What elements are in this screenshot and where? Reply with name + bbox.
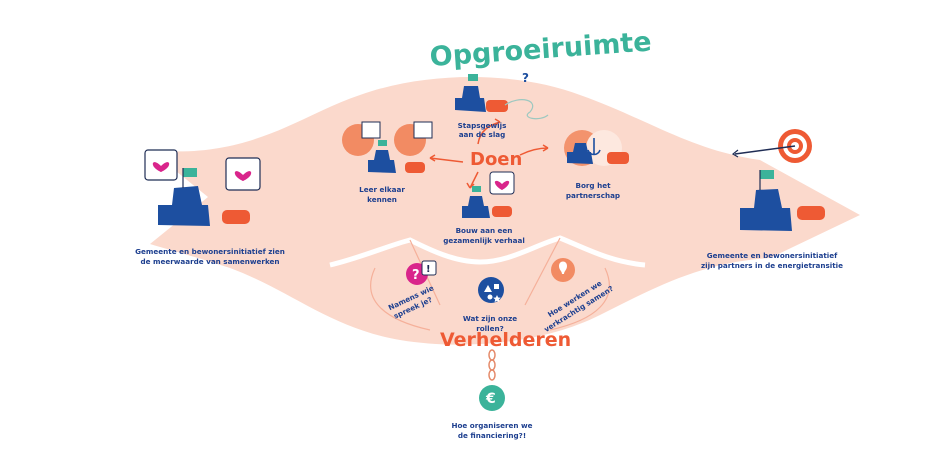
verhelderen-outline — [370, 267, 610, 331]
right-label-line1: Gemeente en bewonersinitiatief — [707, 251, 838, 260]
namens-illustration: ? ! — [406, 260, 437, 285]
right-label-line2: zijn partners in de energietransitie — [701, 261, 843, 270]
blue-building-figure — [158, 186, 210, 226]
hoe-werken-illustration — [551, 258, 575, 282]
doen-label: Doen — [470, 149, 522, 170]
stapsgewijs-line2: aan de slag — [459, 130, 506, 139]
orange-group — [486, 100, 508, 112]
flag-icon — [468, 74, 478, 81]
leer-illustration — [342, 121, 433, 173]
left-label-line1: Gemeente en bewonersinitiatief zien — [135, 247, 285, 256]
svg-text:€: € — [485, 391, 496, 407]
orange-group — [797, 206, 825, 220]
stapsgewijs-line1: Stapsgewijs — [458, 121, 507, 130]
borg-line1: Borg het — [575, 181, 611, 190]
page-title: Opgroeiruimte — [429, 27, 653, 73]
leer-line2: kennen — [367, 195, 397, 204]
speech-bubble — [421, 260, 437, 276]
borg-line2: partnerschap — [566, 191, 620, 200]
doen-arrows — [429, 121, 549, 189]
exclamation-mark: ! — [426, 264, 431, 275]
flag-icon — [760, 170, 774, 179]
flag-icon — [183, 168, 197, 177]
stapsgewijs-illustration: ? — [455, 71, 549, 120]
right-illustration — [731, 129, 825, 231]
bouw-line1: Bouw aan een — [456, 226, 513, 235]
orange-group — [222, 210, 250, 224]
borg-illustration — [564, 130, 629, 166]
chain-euro-illustration: € — [479, 349, 505, 411]
flag-icon — [378, 140, 387, 146]
divider-band — [329, 235, 646, 268]
speech-bubble — [144, 149, 178, 181]
question-mark: ? — [412, 268, 420, 283]
note-icon — [413, 121, 433, 139]
rollen-line2: rollen? — [476, 324, 504, 333]
bouw-line2: gezamenlijk verhaal — [443, 236, 525, 245]
arrowheads — [429, 118, 549, 189]
arrow-icon — [734, 145, 796, 155]
heart-icon — [152, 162, 170, 172]
leer-line1: Leer elkaar — [359, 185, 405, 194]
lightbulb-icon — [559, 261, 567, 274]
verhelderen-label: Verhelderen — [440, 329, 571, 351]
financiering-line2: de financiering?! — [458, 431, 526, 440]
financiering-line1: Hoe organiseren we — [451, 421, 532, 430]
anchor-icon — [587, 138, 601, 156]
rollen-line1: Wat zijn onze — [463, 314, 517, 323]
left-label-line2: de meerwaarde van samenwerken — [140, 257, 279, 266]
orange-group — [607, 152, 629, 164]
orange-group — [405, 162, 425, 173]
heart-icon — [494, 180, 510, 190]
heart-icon — [234, 171, 252, 181]
euro-icon — [479, 385, 505, 411]
path-line — [504, 99, 549, 120]
left-illustration — [144, 149, 261, 226]
flag-icon — [472, 186, 481, 192]
note-icon — [361, 121, 381, 139]
speech-bubble — [489, 171, 515, 195]
bouw-illustration — [462, 171, 515, 218]
rollen-illustration — [478, 277, 504, 303]
shapes-icon — [484, 284, 499, 292]
question-mark: ? — [522, 71, 529, 85]
speech-bubble — [225, 157, 261, 191]
orange-group — [492, 206, 512, 217]
